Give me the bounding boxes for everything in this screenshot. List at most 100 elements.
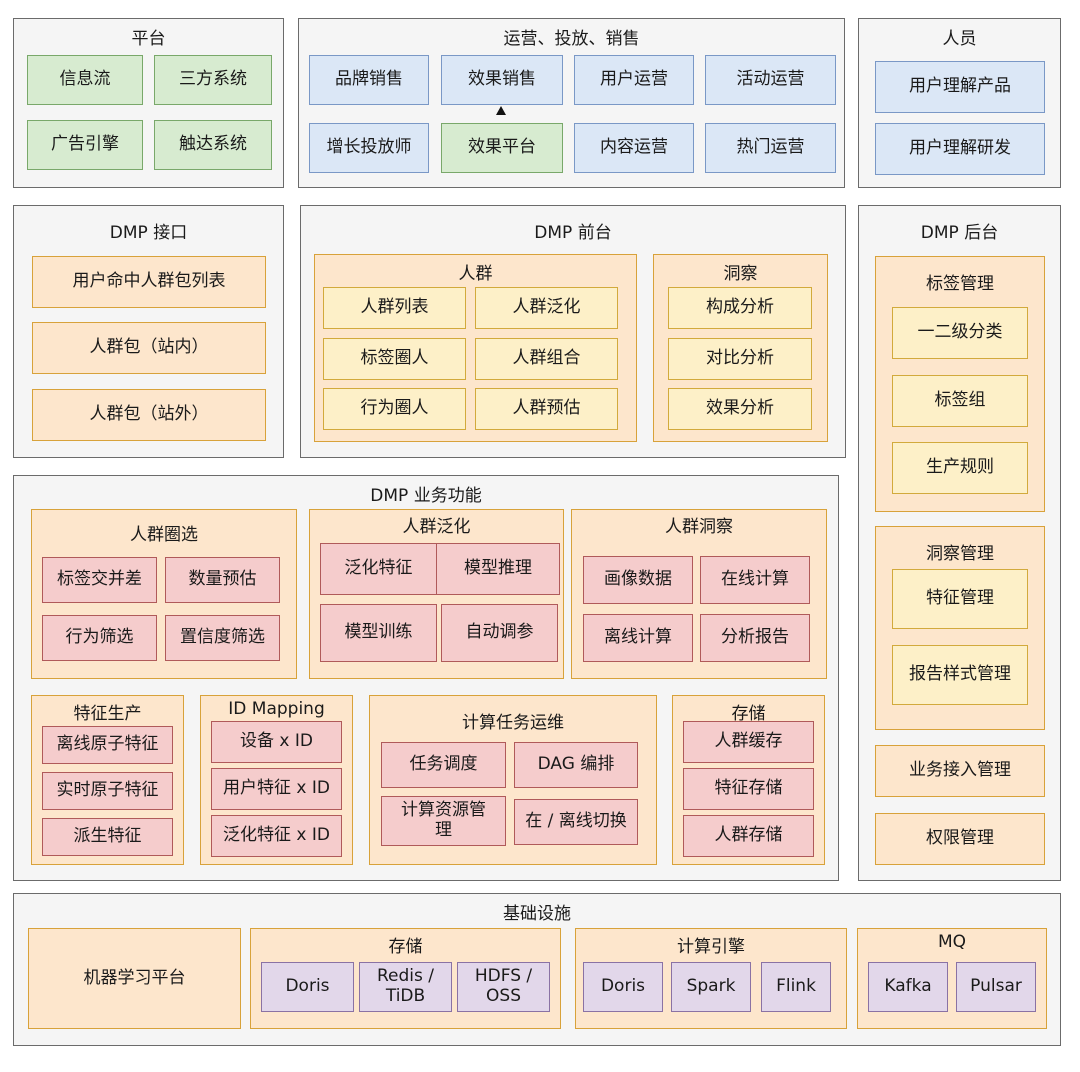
crowd-expand-title: 人群泛化	[402, 517, 471, 537]
ops-performance-platform: 效果平台	[441, 123, 563, 173]
biz-storage-title: 存储	[731, 704, 766, 724]
storage-redis-tidb: Redis / TiDB	[359, 962, 452, 1012]
permission-mgmt: 权限管理	[875, 813, 1045, 865]
compute-ops-title: 计算任务运维	[462, 713, 564, 733]
ops-brand-sales: 品牌销售	[309, 55, 429, 105]
crowd-select-title: 人群圈选	[130, 525, 198, 545]
crowd-select-group: 人群圈选 标签交并差 数量预估 行为筛选 置信度筛选	[31, 509, 297, 679]
api-hit-crowd-list: 用户命中人群包列表	[32, 256, 266, 308]
platform-ad-engine: 广告引擎	[27, 120, 143, 170]
front-crowd-group: 人群 人群列表 人群泛化 标签圈人 人群组合 行为圈人 人群预估	[314, 254, 637, 442]
tag-mgmt-title: 标签管理	[926, 274, 994, 294]
storage-hdfs-oss: HDFS / OSS	[457, 962, 550, 1012]
dmp-front-title: DMP 前台	[534, 223, 612, 243]
compute-resource-mgmt: 计算资源管理	[381, 796, 506, 846]
ops-content-operations: 内容运营	[574, 123, 694, 173]
tag-group: 标签组	[892, 375, 1028, 427]
crowd-insight-group: 人群洞察 画像数据 在线计算 离线计算 分析报告	[571, 509, 827, 679]
mq-kafka: Kafka	[868, 962, 948, 1012]
platform-title: 平台	[131, 29, 166, 49]
ops-panel: 运营、投放、销售 品牌销售 效果销售 用户运营 活动运营 增长投放师 效果平台 …	[298, 18, 845, 188]
crowd-insight-title: 人群洞察	[665, 517, 733, 537]
dmp-back-panel: DMP 后台 标签管理 一二级分类 标签组 生产规则 洞察管理 特征管理 报告样…	[858, 205, 1061, 881]
profile-data: 画像数据	[583, 556, 693, 604]
engine-doris: Doris	[583, 962, 663, 1012]
crowd-estimate: 人群预估	[475, 388, 618, 430]
biz-storage-group: 存储 人群缓存 特征存储 人群存储	[672, 695, 825, 865]
crowd-combine: 人群组合	[475, 338, 618, 380]
platform-reach-system: 触达系统	[154, 120, 272, 170]
engine-flink: Flink	[761, 962, 831, 1012]
compute-engine-group: 计算引擎 Doris Spark Flink	[575, 928, 847, 1029]
people-panel: 人员 用户理解产品 用户理解研发	[858, 18, 1061, 188]
feature-storage: 特征存储	[683, 768, 814, 810]
expand-feature: 泛化特征	[320, 543, 437, 595]
analysis-report: 分析报告	[700, 614, 810, 662]
infra-title: 基础设施	[503, 904, 571, 924]
ops-hot-operations: 热门运营	[705, 123, 836, 173]
auto-tuning: 自动调参	[441, 604, 558, 662]
id-mapping-group: ID Mapping 设备 x ID 用户特征 x ID 泛化特征 x ID	[200, 695, 353, 865]
insight-mgmt-group: 洞察管理 特征管理 报告样式管理	[875, 526, 1045, 730]
mq-title: MQ	[937, 932, 967, 952]
crowd-storage: 人群存储	[683, 815, 814, 857]
count-estimate: 数量预估	[165, 557, 280, 603]
infra-storage-group: 存储 Doris Redis / TiDB HDFS / OSS	[250, 928, 561, 1029]
engine-spark: Spark	[671, 962, 751, 1012]
ops-event-operations: 活动运营	[705, 55, 836, 105]
id-mapping-title: ID Mapping	[228, 699, 325, 719]
compute-engine-title: 计算引擎	[677, 937, 745, 957]
derived-feature: 派生特征	[42, 818, 173, 856]
compute-ops-group: 计算任务运维 任务调度 DAG 编排 计算资源管理 在 / 离线切换	[369, 695, 657, 865]
model-training: 模型训练	[320, 604, 437, 662]
confidence-filter: 置信度筛选	[165, 615, 280, 661]
device-x-id: 设备 x ID	[211, 721, 342, 763]
ops-title: 运营、投放、销售	[503, 29, 640, 49]
realtime-atomic-feature: 实时原子特征	[42, 772, 173, 810]
ops-user-operations: 用户运营	[574, 55, 694, 105]
api-crowd-pack-inside: 人群包（站内）	[32, 322, 266, 374]
api-crowd-pack-outside: 人群包（站外）	[32, 389, 266, 441]
effect-analysis: 效果分析	[668, 388, 812, 430]
dmp-front-panel: DMP 前台 人群 人群列表 人群泛化 标签圈人 人群组合 行为圈人 人群预估 …	[300, 205, 846, 458]
dmp-api-title: DMP 接口	[109, 223, 188, 243]
online-compute: 在线计算	[700, 556, 810, 604]
ops-growth-placement: 增长投放师	[309, 123, 429, 173]
people-title: 人员	[942, 29, 977, 49]
mq-group: MQ Kafka Pulsar	[857, 928, 1047, 1029]
expand-feature-x-id: 泛化特征 x ID	[211, 815, 342, 857]
comparison-analysis: 对比分析	[668, 338, 812, 380]
dmp-api-panel: DMP 接口 用户命中人群包列表 人群包（站内） 人群包（站外）	[13, 205, 284, 458]
tag-set-ops: 标签交并差	[42, 557, 157, 603]
crowd-list: 人群列表	[323, 287, 466, 329]
production-rules: 生产规则	[892, 442, 1028, 494]
offline-atomic-feature: 离线原子特征	[42, 726, 173, 764]
insight-mgmt-title: 洞察管理	[926, 544, 994, 564]
platform-panel: 平台 信息流 三方系统 广告引擎 触达系统	[13, 18, 284, 188]
infra-storage-title: 存储	[388, 937, 423, 957]
dmp-biz-panel: DMP 业务功能 人群圈选 标签交并差 数量预估 行为筛选 置信度筛选 人群泛化…	[13, 475, 839, 881]
platform-feed: 信息流	[27, 55, 143, 105]
dmp-biz-title: DMP 业务功能	[370, 486, 482, 506]
infra-panel: 基础设施 机器学习平台 存储 Doris Redis / TiDB HDFS /…	[13, 893, 1061, 1046]
front-insight-group: 洞察 构成分析 对比分析 效果分析	[653, 254, 828, 442]
model-inference: 模型推理	[436, 543, 560, 595]
tag-category: 一二级分类	[892, 307, 1028, 359]
dmp-back-title: DMP 后台	[920, 223, 999, 243]
ml-platform: 机器学习平台	[28, 928, 241, 1029]
ops-performance-sales: 效果销售	[441, 55, 563, 105]
crowd-cache: 人群缓存	[683, 721, 814, 763]
report-style-mgmt: 报告样式管理	[892, 645, 1028, 705]
feature-production-group: 特征生产 离线原子特征 实时原子特征 派生特征	[31, 695, 184, 865]
task-scheduling: 任务调度	[381, 742, 506, 788]
online-offline-switch: 在 / 离线切换	[514, 799, 638, 845]
composition-analysis: 构成分析	[668, 287, 812, 329]
user-feature-x-id: 用户特征 x ID	[211, 768, 342, 810]
platform-third-party: 三方系统	[154, 55, 272, 105]
offline-compute: 离线计算	[583, 614, 693, 662]
crowd-expand: 人群泛化	[475, 287, 618, 329]
biz-access-mgmt: 业务接入管理	[875, 745, 1045, 797]
storage-doris: Doris	[261, 962, 354, 1012]
crowd-expand-group: 人群泛化 泛化特征 模型推理 模型训练 自动调参	[309, 509, 564, 679]
arrow-up-icon	[496, 106, 506, 115]
